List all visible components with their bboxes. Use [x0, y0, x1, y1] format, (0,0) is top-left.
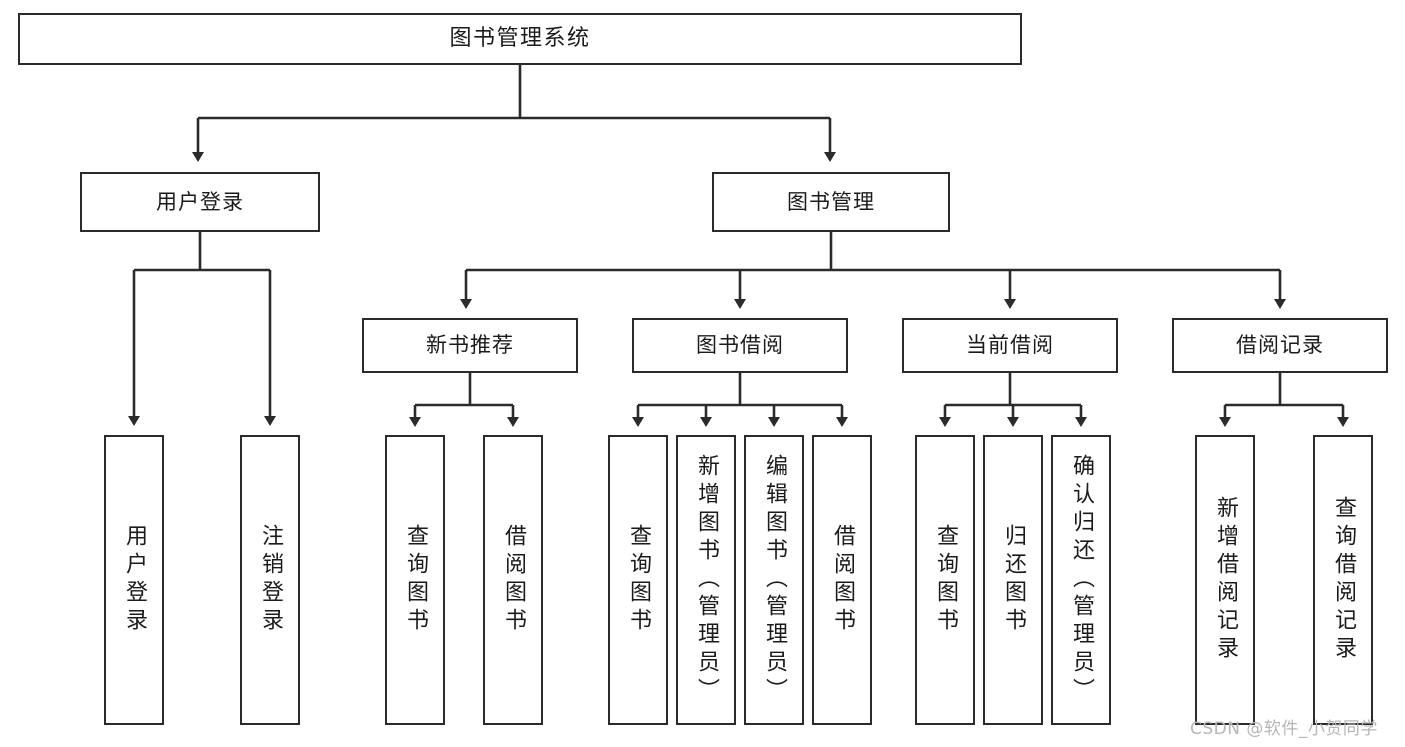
node-leaf-edit-book[interactable]: 编辑图书（管理员）: [744, 435, 804, 725]
node-root-label: 图书管理系统: [449, 26, 591, 52]
node-leaf-query-book-2-label: 查询图书: [626, 524, 651, 636]
csdn-watermark: CSDN @软件_小贺同学: [1190, 719, 1378, 739]
node-user-login-label: 用户登录: [156, 189, 244, 214]
node-leaf-borrow-book-2[interactable]: 借阅图书: [812, 435, 872, 725]
node-leaf-logout-label: 注销登录: [258, 524, 283, 636]
node-current-borrow-label: 当前借阅: [966, 333, 1054, 358]
node-leaf-query-book-3[interactable]: 查询图书: [915, 435, 975, 725]
node-book-borrow-label: 图书借阅: [696, 333, 784, 358]
node-leaf-query-record-label: 查询借阅记录: [1331, 496, 1356, 664]
node-book-manage-label: 图书管理: [787, 189, 875, 214]
node-leaf-edit-book-label: 编辑图书（管理员）: [762, 454, 787, 706]
node-leaf-query-record[interactable]: 查询借阅记录: [1313, 435, 1373, 725]
node-new-book-recommend-label: 新书推荐: [426, 333, 514, 358]
node-new-book-recommend[interactable]: 新书推荐: [362, 318, 578, 373]
node-leaf-return-book[interactable]: 归还图书: [983, 435, 1043, 725]
node-borrow-record[interactable]: 借阅记录: [1172, 318, 1388, 373]
node-leaf-confirm-return[interactable]: 确认归还（管理员）: [1051, 435, 1111, 725]
node-leaf-query-book-3-label: 查询图书: [933, 524, 958, 636]
node-root[interactable]: 图书管理系统: [18, 13, 1022, 65]
node-leaf-confirm-return-label: 确认归还（管理员）: [1069, 454, 1094, 706]
node-leaf-borrow-book-2-label: 借阅图书: [830, 524, 855, 636]
node-leaf-query-book-2[interactable]: 查询图书: [608, 435, 668, 725]
node-leaf-add-book[interactable]: 新增图书（管理员）: [676, 435, 736, 725]
node-book-manage[interactable]: 图书管理: [712, 172, 950, 232]
node-leaf-query-book-1[interactable]: 查询图书: [385, 435, 445, 725]
node-leaf-user-login[interactable]: 用户登录: [104, 435, 164, 725]
node-user-login[interactable]: 用户登录: [80, 172, 320, 232]
node-leaf-logout[interactable]: 注销登录: [240, 435, 300, 725]
node-leaf-add-record-label: 新增借阅记录: [1213, 496, 1238, 664]
node-leaf-user-login-label: 用户登录: [122, 524, 147, 636]
node-current-borrow[interactable]: 当前借阅: [902, 318, 1118, 373]
node-leaf-borrow-book-1[interactable]: 借阅图书: [483, 435, 543, 725]
node-book-borrow[interactable]: 图书借阅: [632, 318, 848, 373]
node-leaf-borrow-book-1-label: 借阅图书: [501, 524, 526, 636]
node-borrow-record-label: 借阅记录: [1236, 333, 1324, 358]
node-leaf-query-book-1-label: 查询图书: [403, 524, 428, 636]
node-leaf-add-book-label: 新增图书（管理员）: [694, 454, 719, 706]
node-leaf-add-record[interactable]: 新增借阅记录: [1195, 435, 1255, 725]
node-leaf-return-book-label: 归还图书: [1001, 524, 1026, 636]
